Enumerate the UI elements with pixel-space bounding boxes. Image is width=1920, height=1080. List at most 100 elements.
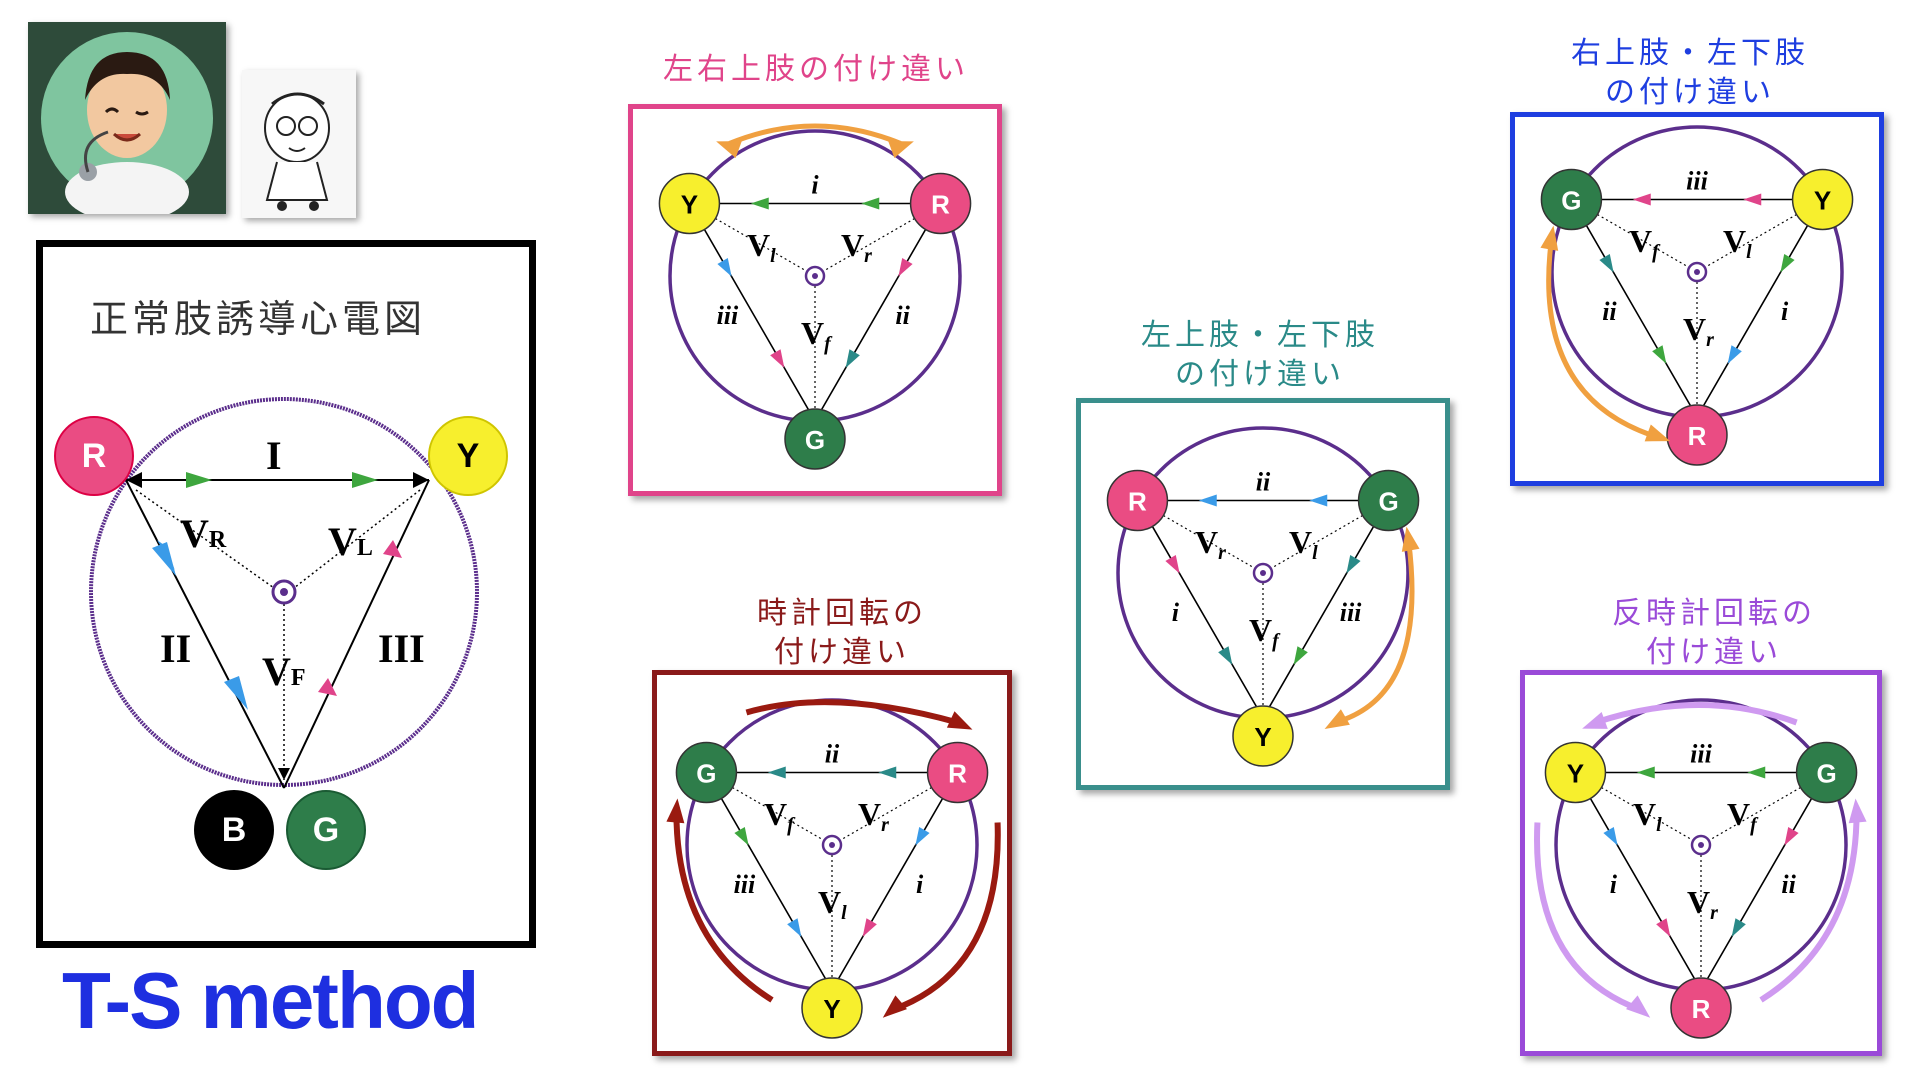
- svg-text:Y: Y: [1567, 759, 1584, 789]
- rotate-arrowhead: [946, 711, 973, 730]
- vector-left-label: Vf: [1629, 223, 1661, 263]
- panel2-label: 左上肢・左下肢の付け違い: [1141, 318, 1379, 392]
- rotate-arrowhead: [882, 995, 907, 1018]
- edge-left-label: i: [1172, 598, 1180, 627]
- node-g: G: [286, 790, 366, 870]
- rotate-arrowhead: [1848, 798, 1867, 824]
- vector-left-label: Vr: [1195, 524, 1226, 564]
- vl-label: VL: [328, 519, 373, 564]
- edge-arrowhead: [1632, 193, 1651, 206]
- lead-i-label: I: [266, 433, 282, 478]
- vector-bottom-label: Vr: [1687, 884, 1718, 924]
- vf-label: VF: [262, 649, 306, 694]
- vector-right-label: Vr: [858, 796, 889, 836]
- swap-arrow: [728, 123, 902, 146]
- node-b: B: [194, 790, 274, 870]
- svg-text:Y: Y: [681, 190, 698, 220]
- sketch-avatar: [242, 70, 356, 218]
- svg-text:Y: Y: [1254, 722, 1271, 752]
- rotate-arrow-top: [1594, 702, 1798, 726]
- edge-arrowhead: [915, 826, 930, 846]
- vector-right-label: Vl: [1289, 524, 1318, 564]
- edge-right-label: ii: [1781, 870, 1796, 899]
- svg-text:G: G: [1816, 759, 1836, 789]
- edge-arrowhead: [1656, 918, 1671, 937]
- edge-arrowhead: [1731, 918, 1746, 937]
- panel5-label: 反時計回転の付け違い: [1612, 596, 1816, 670]
- node-top-right: G: [1795, 741, 1858, 804]
- method-title: T-S method: [62, 956, 480, 1045]
- edge-top-label: ii: [1256, 468, 1271, 497]
- edge-arrowhead: [1747, 766, 1766, 779]
- swap-arrowhead: [1401, 526, 1420, 552]
- rotate-arrowhead: [1582, 711, 1608, 729]
- edge-arrowhead: [1727, 345, 1742, 364]
- swap-arrowhead: [1324, 709, 1350, 729]
- edge-top-label: iii: [1690, 740, 1712, 769]
- edge-arrowhead: [734, 826, 749, 846]
- rotate-arrowhead: [1626, 995, 1651, 1018]
- vector-bottom-label: Vr: [1683, 311, 1714, 351]
- node-top-right: R: [926, 741, 989, 804]
- edge-right-label: i: [916, 870, 924, 899]
- edge-left-label: iii: [717, 301, 739, 330]
- node-y: Y: [428, 416, 508, 496]
- rotate-arrow-right: [890, 822, 1001, 1013]
- lead-iii-label: III: [378, 626, 425, 671]
- svg-text:R: R: [948, 759, 967, 789]
- vector-right-label: Vr: [841, 227, 872, 267]
- svg-text:G: G: [805, 425, 825, 455]
- swap-arrow: [1332, 540, 1415, 726]
- node-top-left: G: [1540, 168, 1603, 231]
- node-bottom: Y: [1232, 705, 1294, 767]
- lead-ii-label: II: [160, 626, 192, 671]
- node-r: R: [54, 416, 134, 496]
- edge-arrowhead: [787, 918, 802, 937]
- edge-arrowhead: [767, 766, 786, 779]
- vector-left-label: Vl: [747, 227, 776, 267]
- swap-arrowhead: [1644, 424, 1671, 442]
- node-top-right: R: [909, 172, 972, 235]
- node-top-right: G: [1357, 469, 1420, 532]
- node-top-left: Y: [1544, 741, 1607, 804]
- node-bottom: R: [1670, 977, 1732, 1039]
- edge-right-label: iii: [1340, 598, 1362, 627]
- node-bottom: Y: [801, 977, 863, 1039]
- edge-left-label: iii: [734, 870, 756, 899]
- edge-left-label: i: [1610, 870, 1618, 899]
- svg-text:R: R: [931, 190, 950, 220]
- edge-arrowhead: [1780, 253, 1795, 273]
- edge-arrowhead: [845, 349, 860, 368]
- edge-top-label: i: [811, 171, 819, 200]
- svg-text:G: G: [1561, 186, 1581, 216]
- panel1-label: 左右上肢の付け違い: [663, 52, 969, 87]
- vector-bottom-label: Vf: [801, 315, 833, 355]
- panel3-label: 右上肢・左下肢の付け違い: [1571, 36, 1809, 110]
- doctor-avatar: [28, 22, 226, 222]
- swap-arrowhead: [716, 141, 742, 159]
- edge-arrowhead: [861, 197, 880, 210]
- normal-circle: [89, 397, 479, 787]
- edge-arrowhead: [878, 766, 897, 779]
- panel-p1: [628, 104, 1002, 496]
- vector-right-label: Vl: [1723, 223, 1752, 263]
- normal-ecg-panel: [36, 240, 536, 948]
- edge-right-label: ii: [895, 301, 910, 330]
- vector-bottom-label: Vl: [818, 884, 847, 924]
- panel4-label: 時計回転の付け違い: [757, 596, 927, 670]
- node-bottom: R: [1666, 404, 1728, 466]
- normal-title: 正常肢誘導心電図: [90, 297, 427, 341]
- edge-arrowhead: [862, 918, 877, 937]
- edge-arrowhead: [1218, 646, 1233, 665]
- vector-left-label: Vl: [1633, 796, 1662, 836]
- vector-right-label: Vf: [1727, 796, 1759, 836]
- edge-top-label: ii: [825, 740, 840, 769]
- rotate-arrow-top: [745, 699, 959, 726]
- edge-left-label: ii: [1602, 297, 1617, 326]
- edge-arrowhead: [898, 257, 913, 277]
- rotate-arrowhead: [666, 798, 685, 824]
- svg-text:R: R: [1688, 421, 1707, 451]
- edge-arrowhead: [1293, 646, 1308, 665]
- svg-text:Y: Y: [1814, 186, 1831, 216]
